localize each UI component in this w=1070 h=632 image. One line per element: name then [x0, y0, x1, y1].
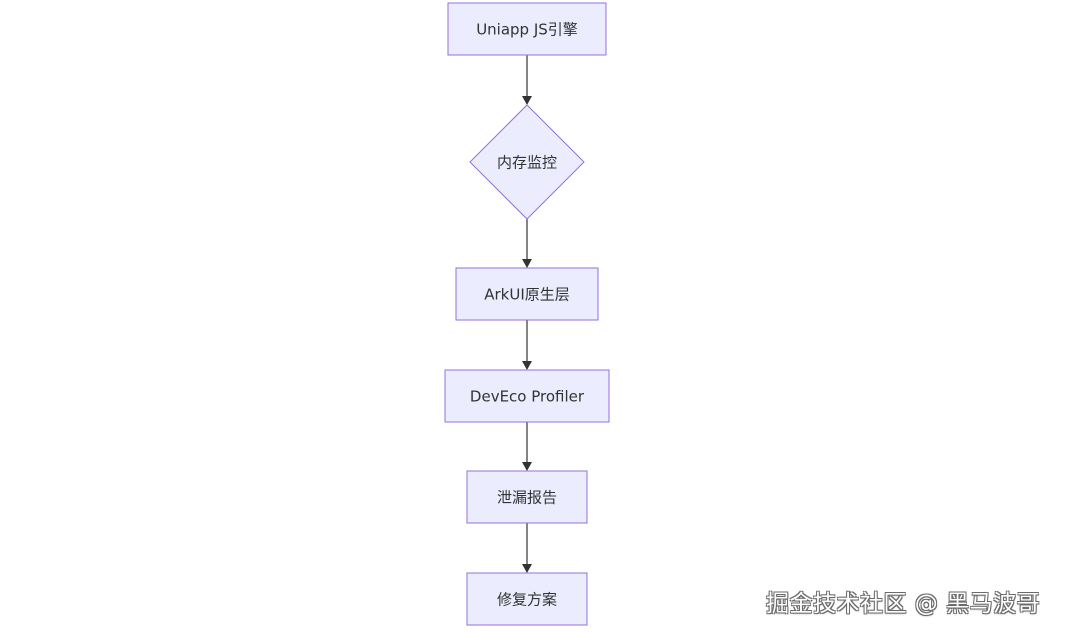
watermark: 掘金技术社区 @ 黑马波哥: [766, 591, 1041, 617]
edge-deveco-profiler-to-leak-report: [522, 422, 532, 471]
node-fix-plan[interactable]: 修复方案: [466, 572, 588, 626]
node-js-engine-label: Uniapp JS引擎: [476, 21, 578, 39]
node-arkui-layer-label: ArkUI原生层: [484, 286, 570, 304]
edge-memory-monitor-to-arkui-layer: [522, 219, 532, 268]
node-leak-report-label: 泄漏报告: [497, 489, 557, 507]
edge-leak-report-to-fix-plan: [522, 523, 532, 573]
node-deveco-profiler[interactable]: DevEco Profiler: [444, 369, 610, 423]
node-memory-monitor-label: 内存监控: [497, 154, 557, 172]
node-js-engine[interactable]: Uniapp JS引擎: [447, 2, 607, 56]
edges: [522, 55, 532, 573]
node-leak-report[interactable]: 泄漏报告: [466, 470, 588, 524]
edge-arkui-layer-to-deveco-profiler: [522, 320, 532, 370]
node-arkui-layer[interactable]: ArkUI原生层: [455, 267, 599, 321]
node-fix-plan-label: 修复方案: [497, 591, 557, 609]
edge-js-engine-to-memory-monitor: [522, 55, 532, 105]
node-memory-monitor[interactable]: 内存监控: [469, 104, 585, 220]
node-deveco-profiler-label: DevEco Profiler: [470, 388, 585, 406]
